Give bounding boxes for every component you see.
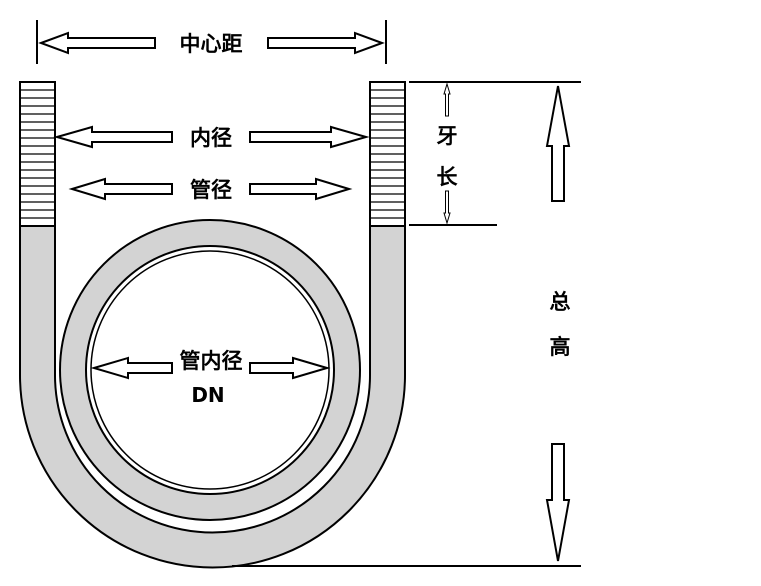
center-distance-arrow-right (267, 31, 385, 55)
pipe-inner-diameter-arrow-right (249, 356, 331, 380)
thread-length-arrow-up (443, 82, 451, 117)
thread-length-arrow-down (443, 190, 451, 225)
total-height-label-1: 总 (550, 290, 571, 314)
center-distance-arrow-left (38, 31, 156, 55)
pipe-inner-diameter-label: 管内径 (180, 349, 243, 373)
inner-width-arrow-left (53, 125, 173, 149)
pipe-inner-rim (90, 250, 330, 490)
total-height-label-2: 高 (550, 335, 571, 359)
inner-width-label: 内径 (190, 126, 232, 150)
center-distance-label: 中心距 (180, 32, 243, 56)
inner-width-arrow-right (249, 125, 370, 149)
pipe-diameter-label: 管径 (190, 178, 232, 202)
pipe-diameter-arrow-right (249, 177, 353, 201)
u-bolt-body (19, 225, 406, 569)
total-height-arrow-down (545, 443, 571, 562)
thread-lines (20, 89, 405, 219)
pipe-inner (85, 245, 335, 495)
thread-length-label-2: 长 (437, 165, 459, 189)
total-height-arrow-up (545, 85, 571, 202)
pipe-diameter-arrow-left (68, 177, 173, 201)
pipe-inner-diameter-arrow-left (90, 356, 173, 380)
thread-length-label-1: 牙 (437, 124, 458, 148)
dn-label: DN (191, 383, 224, 407)
